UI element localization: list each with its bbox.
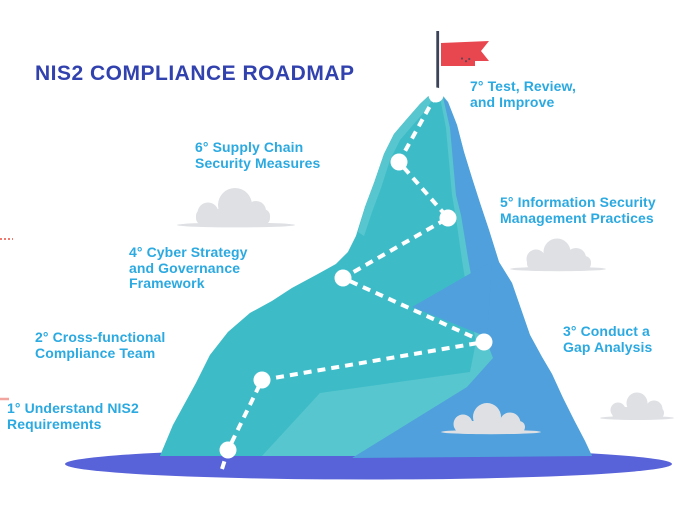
roadmap-path [220,94,486,470]
flag-icon [441,41,489,66]
page-title: NIS2 COMPLIANCE ROADMAP [35,62,355,85]
mountain-ridge-highlight [358,88,437,236]
step-label-5: 5° Information Security Management Pract… [500,194,656,226]
mountain-blue-wedge [412,261,492,337]
waypoint-marker-7 [428,87,444,103]
step-label-7: 7° Test, Review, and Improve [470,78,577,110]
cloud-icon [441,403,541,435]
waypoint-marker-1 [219,441,237,459]
step-label-6: 6° Supply Chain Security Measures [195,139,321,171]
step-label-3: 3° Conduct a Gap Analysis [563,323,653,355]
cloud-icon [177,188,295,228]
step-label-4: 4° Cyber Strategy and Governance Framewo… [129,244,248,291]
cloud-icon [510,238,606,272]
waypoint-marker-2 [253,371,271,389]
waypoint-marker-4 [334,269,352,287]
waypoint-marker-3 [475,333,493,351]
flag-stitch-dots [460,57,471,63]
mountain-face-teal [160,88,476,456]
waypoint-marker-6 [390,153,408,171]
cloud-icon [600,392,674,420]
step-label-2: 2° Cross-functional Compliance Team [35,329,166,361]
flag-pole [436,31,440,96]
step-label-1: 1° Understand NIS2 Requirements [7,400,139,432]
waypoint-marker-5 [439,209,457,227]
